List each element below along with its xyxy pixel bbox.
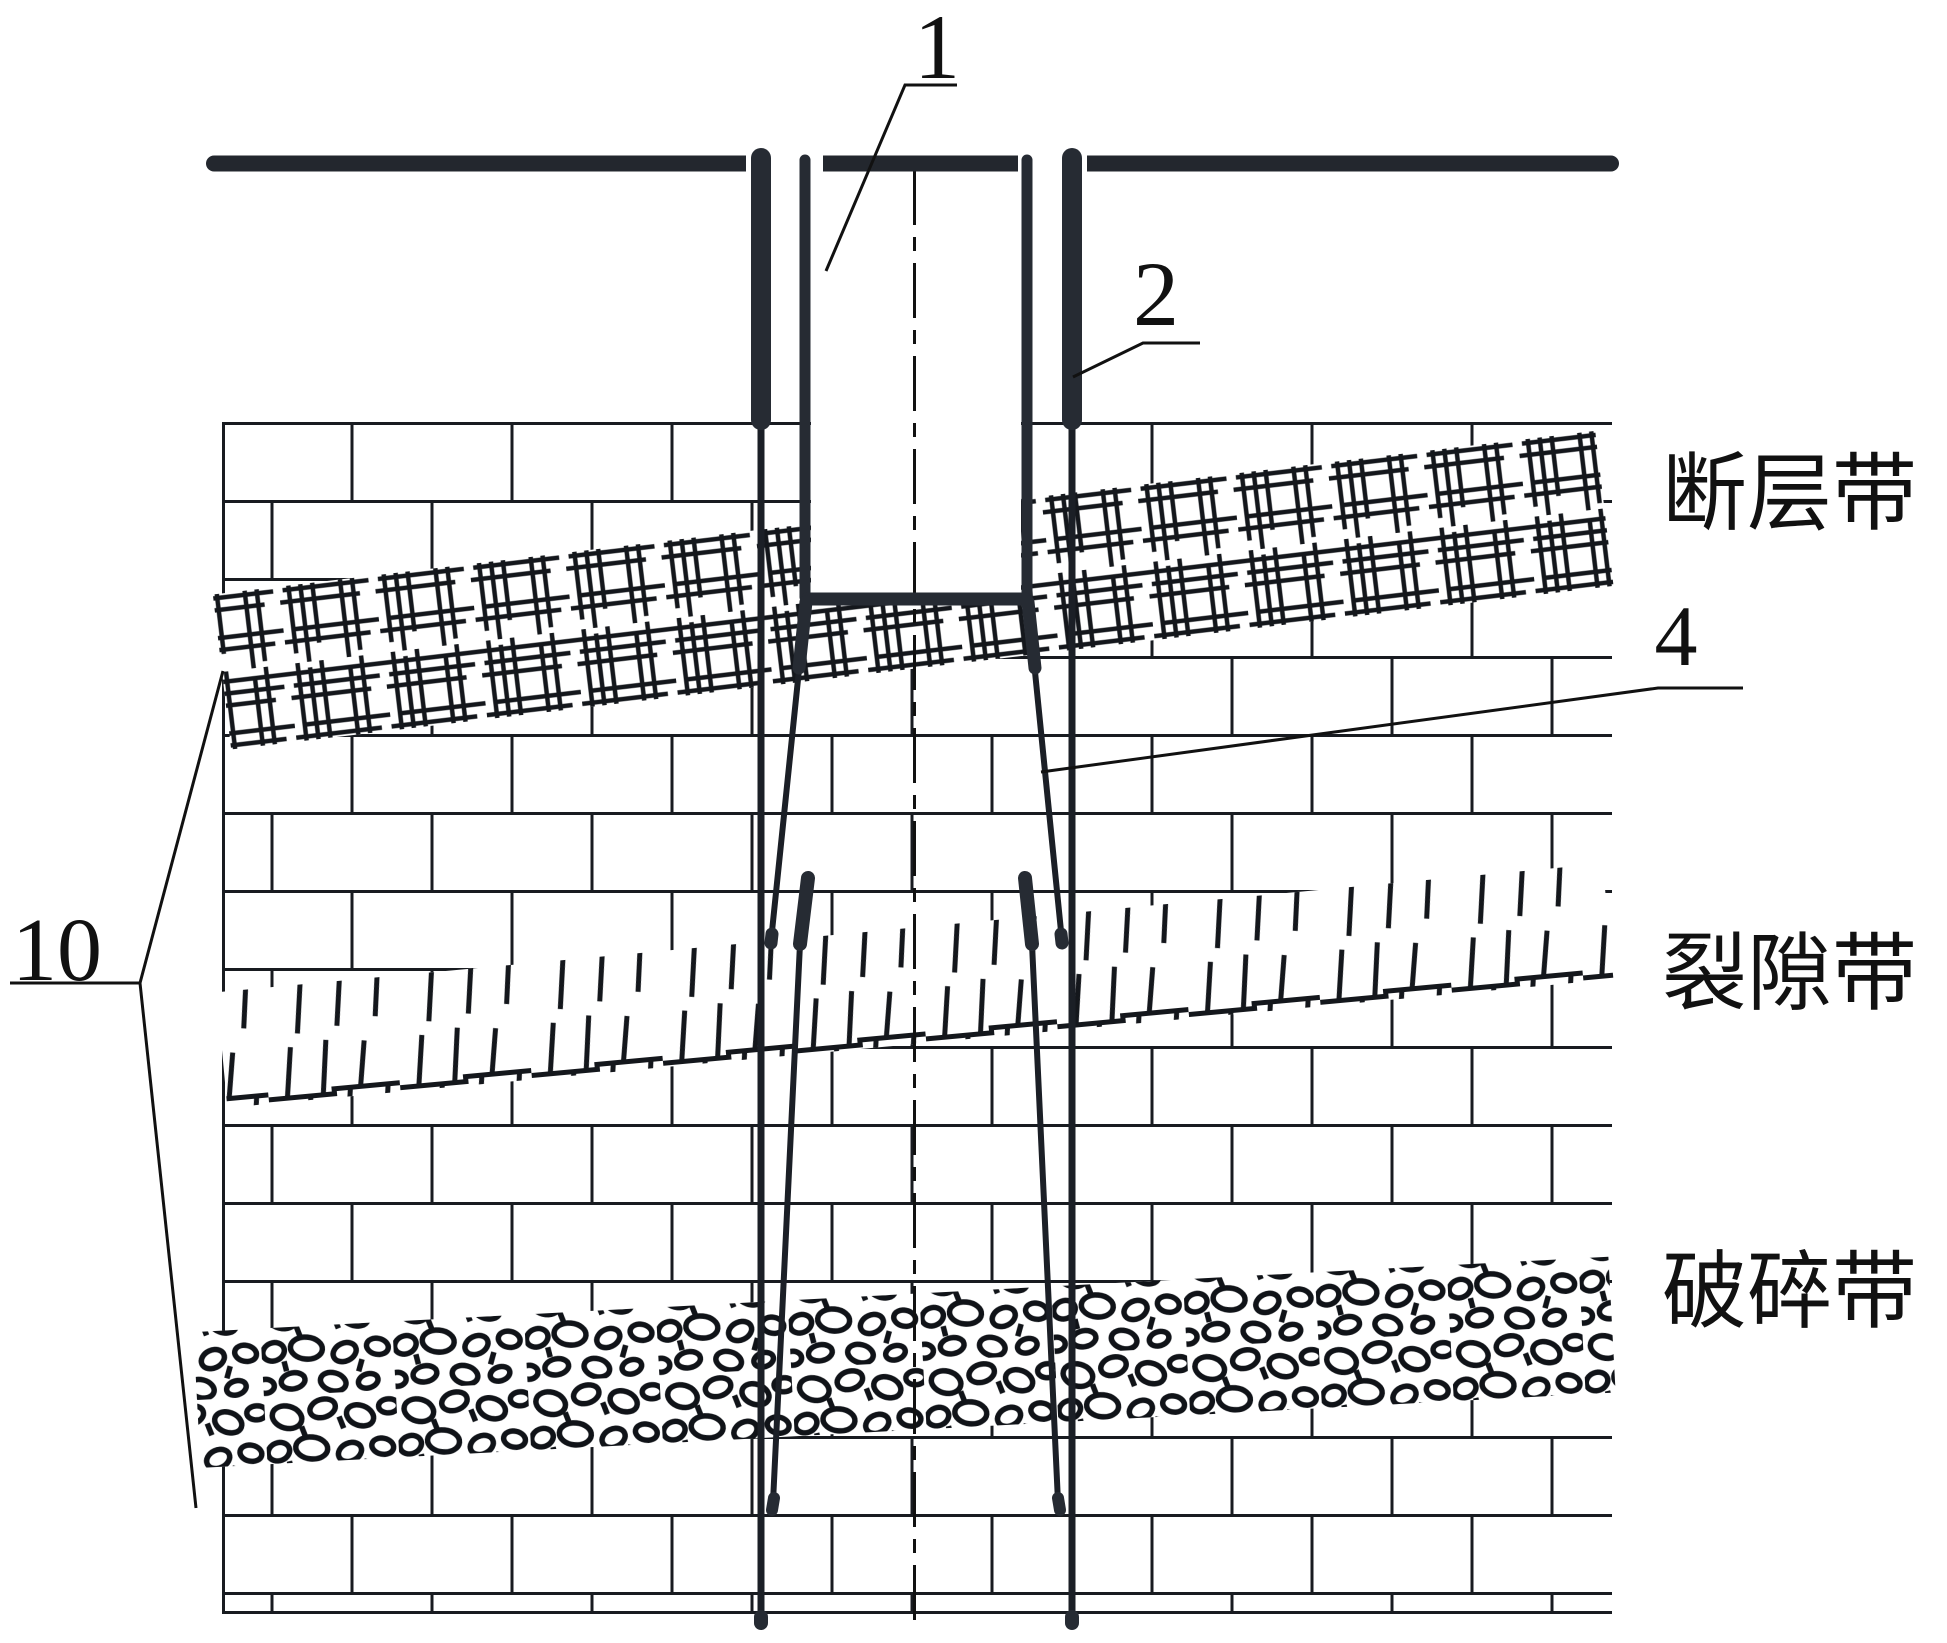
- leader-callout-1: [824, 83, 957, 272]
- fracture-zone-label: 裂隙带: [1662, 928, 1917, 1022]
- fault-zone-label: 断层带: [1662, 448, 1917, 542]
- grout-pipe-left-upper: [764, 595, 813, 950]
- shaft-lining: [799, 154, 1033, 606]
- grout-pipes: [764, 595, 1069, 1516]
- callout-2-label: 2: [1133, 243, 1179, 345]
- leader-callout-2: [1072, 341, 1200, 379]
- grout-pipe-left-lower: [766, 871, 815, 1516]
- casing-pipes: [751, 148, 1082, 1630]
- leader-callout-4: [1040, 686, 1743, 774]
- grout-pipe-right-lower: [1018, 871, 1066, 1516]
- callout-10-label: 10: [12, 901, 102, 1000]
- crushed-zone-label: 破碎带: [1662, 1246, 1917, 1340]
- crushed-zone-band: [193, 1256, 1616, 1468]
- callout-1-label: 1: [914, 0, 960, 98]
- callout-4-label: 4: [1655, 588, 1698, 684]
- leader-callout-10-up: [138, 670, 225, 984]
- leader-callout-10-down: [138, 982, 198, 1509]
